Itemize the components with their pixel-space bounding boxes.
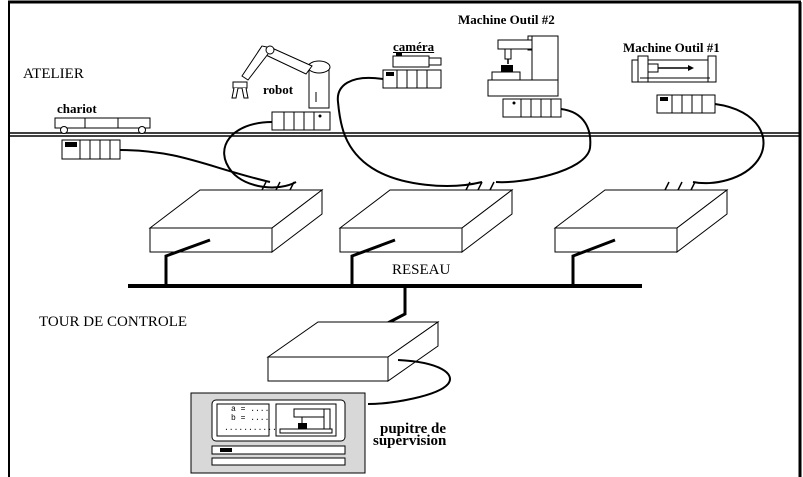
- camera-cable: [336, 76, 483, 187]
- robot-controller-icon: [271, 111, 331, 131]
- machine-1-label: Machine Outil #1: [623, 40, 720, 55]
- supervision-console: [190, 392, 366, 474]
- switch-2-link: [350, 238, 396, 286]
- switch-box-2: [338, 181, 514, 254]
- console-cable: [367, 359, 451, 405]
- reseau-label: RESEAU: [392, 262, 451, 278]
- chariot-cable: [119, 149, 271, 183]
- console-label-line2: supervision: [373, 433, 447, 449]
- machine-2-controller-icon: [502, 98, 562, 118]
- chariot-label: chariot: [57, 101, 97, 116]
- console-screen-b: b = ....: [231, 414, 270, 423]
- machine-1-controller-icon: [656, 94, 716, 114]
- chariot-controller-icon: [61, 139, 121, 160]
- switch-1-link: [164, 238, 211, 286]
- machine-1-icon: [631, 55, 717, 83]
- machine-2-label: Machine Outil #2: [458, 12, 555, 27]
- machine-2-cable: [495, 108, 592, 184]
- console-screen-dots: ...........: [224, 424, 277, 433]
- switch-box-1: [148, 181, 324, 254]
- machine-2-icon: [487, 35, 559, 97]
- control-link: [381, 286, 407, 328]
- chariot-icon: [54, 117, 151, 134]
- console-screen-a: a = ....: [231, 405, 270, 414]
- robot-icon: [231, 45, 331, 109]
- control-switch-box: [266, 321, 440, 382]
- control-tower-label: TOUR DE CONTROLE: [39, 314, 188, 330]
- switch-3-link: [571, 238, 616, 286]
- machine-1-cable: [692, 103, 765, 185]
- camera-icon: [392, 52, 442, 68]
- robot-cable: [223, 121, 297, 189]
- console-label-line1: pupitre de: [380, 421, 446, 437]
- camera-label: caméra: [393, 39, 435, 54]
- device-cables: [119, 76, 765, 189]
- atelier-label: ATELIER: [23, 66, 84, 82]
- switch-box-3: [553, 181, 729, 254]
- robot-label: robot: [263, 82, 294, 97]
- camera-controller-icon: [382, 69, 442, 89]
